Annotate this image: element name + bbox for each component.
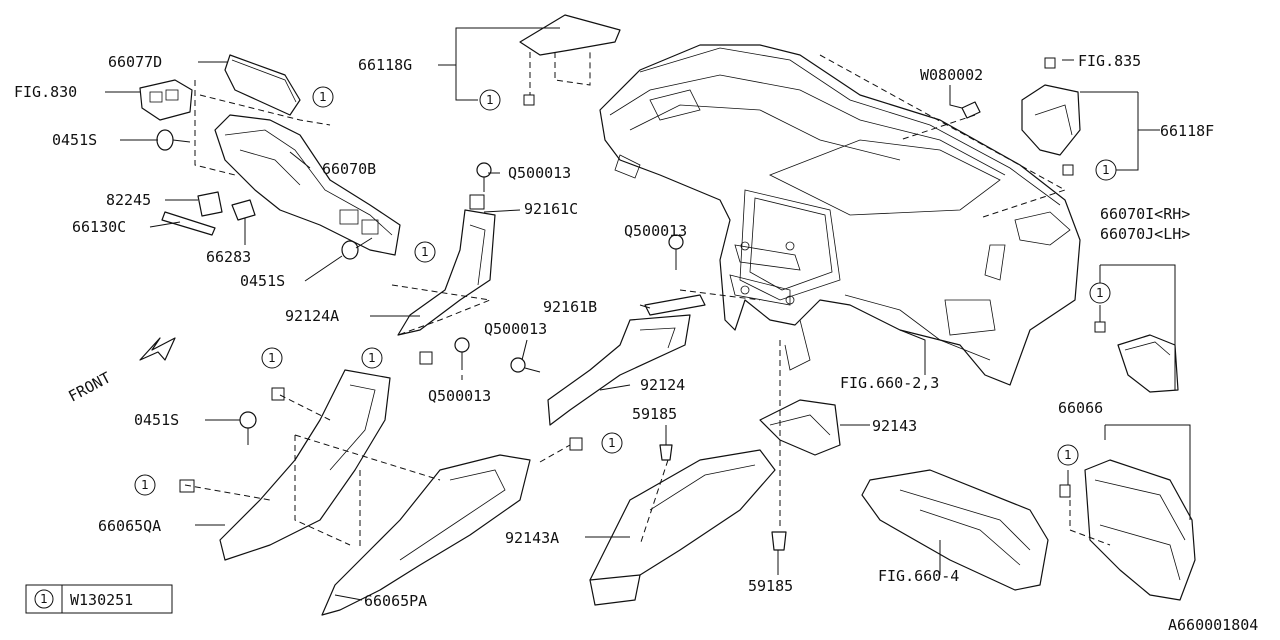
label-Q500013-center: Q500013 — [484, 320, 547, 338]
label-92161B: 92161B — [543, 298, 597, 316]
part-66065QA-drawing — [179, 351, 433, 561]
svg-text:1: 1 — [141, 478, 149, 492]
callout-marker-9: 1 — [601, 432, 623, 454]
label-59185-lower: 59185 — [748, 577, 793, 595]
label-Q500013-left: Q500013 — [428, 387, 491, 405]
svg-text:1: 1 — [608, 436, 616, 450]
label-66118F: 66118F — [1160, 122, 1214, 140]
clip-59185-lower-drawing — [771, 531, 787, 551]
callout-marker-4: 1 — [1095, 159, 1117, 181]
callout-marker-1: 1 — [312, 86, 334, 108]
diagram-id: A660001804 — [1168, 616, 1258, 634]
label-front: FRONT — [65, 368, 113, 405]
callout-marker-3: 1 — [479, 89, 501, 111]
part-92143-drawing — [759, 399, 841, 456]
screw-0451S-upper-drawing — [156, 129, 191, 151]
svg-text:1: 1 — [1102, 163, 1110, 177]
part-66118F-drawing — [1021, 57, 1081, 176]
label-W080002: W080002 — [920, 66, 983, 84]
screw-Q500013-right-drawing — [668, 234, 684, 270]
label-66070B: 66070B — [322, 160, 376, 178]
fig830-switch-drawing — [139, 79, 193, 121]
screw-Q500013-upper-drawing — [476, 162, 492, 192]
part-82245-drawing — [197, 191, 223, 217]
svg-text:1: 1 — [368, 351, 376, 365]
label-92143: 92143 — [872, 417, 917, 435]
legend-part-number: W130251 — [70, 591, 133, 609]
clip-59185-upper-drawing — [659, 444, 673, 461]
label-66283: 66283 — [206, 248, 251, 266]
front-arrow-icon — [139, 337, 176, 361]
glove-box-drawing — [861, 469, 1049, 591]
part-92143A-drawing — [589, 449, 776, 606]
label-0451S-middle: 0451S — [240, 272, 285, 290]
screw-Q500013-center-drawing — [510, 357, 541, 373]
label-92143A: 92143A — [505, 529, 559, 547]
screw-0451S-middle-drawing — [341, 237, 373, 260]
label-66065QA: 66065QA — [98, 517, 161, 535]
screw-0451S-lower-drawing — [239, 411, 257, 445]
label-66070J-LH: 66070J<LH> — [1100, 225, 1190, 243]
legend-callout-number: 1 — [40, 592, 48, 606]
part-92124-drawing — [547, 314, 691, 426]
instrument-panel-drawing — [599, 44, 1081, 386]
part-labels: 66077D FIG.830 0451S 66070B 82245 66130C… — [14, 52, 1258, 634]
label-fig835[interactable]: FIG.835 — [1078, 52, 1141, 70]
label-fig660-4[interactable]: FIG.660-4 — [878, 567, 959, 585]
svg-text:1: 1 — [1064, 448, 1072, 462]
part-92161B-drawing — [644, 294, 706, 316]
callout-marker-7: 1 — [361, 347, 383, 369]
svg-text:1: 1 — [421, 245, 429, 259]
label-92124A: 92124A — [285, 307, 339, 325]
label-82245: 82245 — [106, 191, 151, 209]
label-66077D: 66077D — [108, 53, 162, 71]
label-66066: 66066 — [1058, 399, 1103, 417]
label-fig660-2-3[interactable]: FIG.660-2,3 — [840, 374, 939, 392]
part-66066-drawing — [1059, 459, 1196, 601]
label-66065PA: 66065PA — [364, 592, 427, 610]
callout-marker-2: 1 — [414, 241, 436, 263]
part-66077D-drawing — [224, 54, 301, 116]
label-0451S-upper: 0451S — [52, 131, 97, 149]
leader-lines — [105, 27, 1191, 601]
screw-Q500013-left-drawing — [454, 337, 470, 370]
part-66065PA-drawing — [321, 437, 583, 616]
label-fig830[interactable]: FIG.830 — [14, 83, 77, 101]
part-66283-drawing — [231, 199, 256, 221]
label-66130C: 66130C — [72, 218, 126, 236]
label-92161C: 92161C — [524, 200, 578, 218]
callout-marker-8: 1 — [134, 474, 156, 496]
svg-text:1: 1 — [1096, 286, 1104, 300]
part-66118G-drawing — [519, 14, 621, 106]
label-Q500013-right: Q500013 — [624, 222, 687, 240]
part-92124A-drawing — [397, 194, 496, 336]
label-0451S-lower: 0451S — [134, 411, 179, 429]
label-92124: 92124 — [640, 376, 685, 394]
callout-marker-5: 1 — [1089, 282, 1111, 304]
callout-markers: 1 1 1 1 1 1 1 1 1 1 — [134, 86, 1117, 496]
label-66070I-RH: 66070I<RH> — [1100, 205, 1190, 223]
svg-text:1: 1 — [319, 90, 327, 104]
plug-W080002-drawing — [961, 101, 981, 119]
label-Q500013-upper: Q500013 — [508, 164, 571, 182]
callout-legend: 1 W130251 — [25, 584, 173, 614]
part-66130C-drawing — [161, 211, 216, 236]
label-66118G: 66118G — [358, 56, 412, 74]
callout-marker-6: 1 — [261, 347, 283, 369]
svg-text:1: 1 — [268, 351, 276, 365]
callout-marker-10: 1 — [1057, 444, 1079, 466]
svg-text:1: 1 — [486, 93, 494, 107]
part-66070B-drawing — [214, 114, 401, 256]
label-59185-upper: 59185 — [632, 405, 677, 423]
part-66070I-J-drawing — [1094, 321, 1179, 393]
